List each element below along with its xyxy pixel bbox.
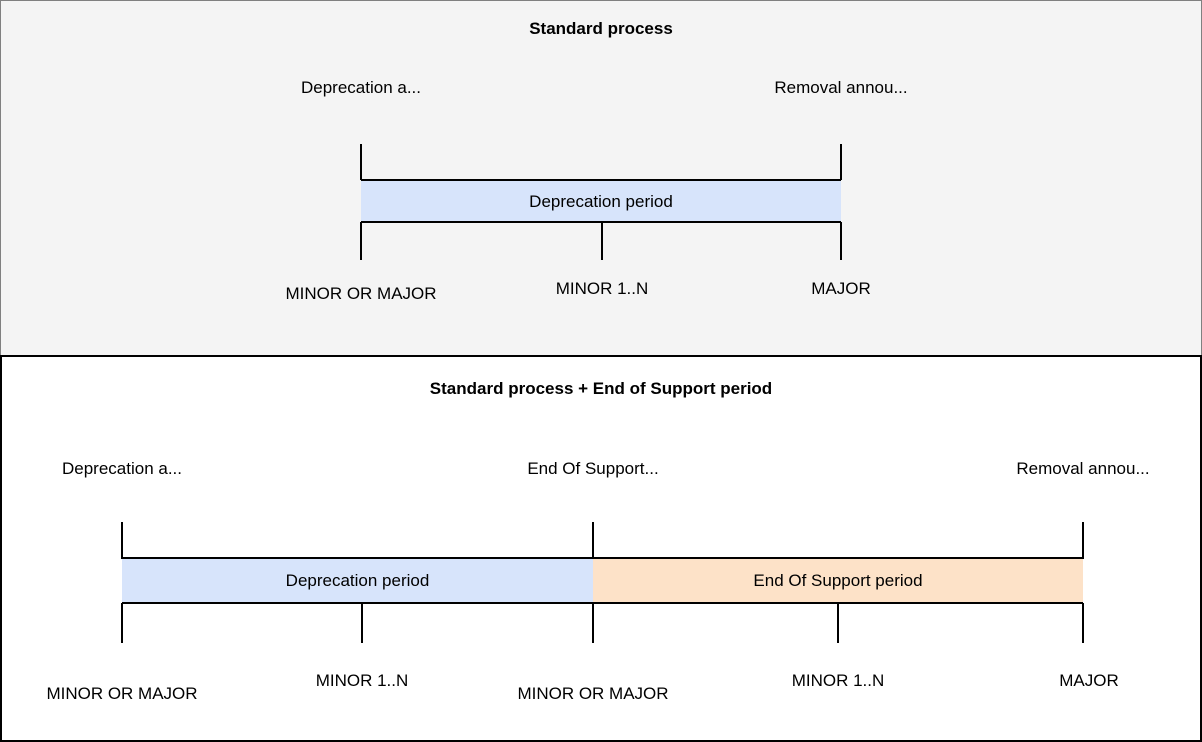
tick-eos-start-upper	[121, 522, 123, 559]
tick-label-minor-1n: MINOR 1..N	[555, 279, 649, 298]
panel-standard-process: Standard process Deprecation a... Remova…	[0, 0, 1202, 355]
tick-eos-start-lower	[121, 603, 123, 643]
tick-start-lower	[360, 222, 362, 260]
milestone-label-deprecation-announced-top: Deprecation a...	[300, 78, 422, 97]
tick-label-eos-minor-or-major-middle: MINOR OR MAJOR	[517, 684, 669, 703]
segment-end-of-support-period-label: End Of Support period	[753, 571, 923, 590]
tick-eos-end-upper	[1082, 522, 1084, 559]
segment-deprecation-period-eos: Deprecation period	[122, 557, 593, 604]
tick-label-eos-minor-1n-first: MINOR 1..N	[315, 671, 409, 690]
panel-standard-process-plus-eos: Standard process + End of Support period…	[0, 355, 1202, 742]
tick-eos-middle-lower	[592, 603, 594, 643]
milestone-label-end-of-support-top: End Of Support...	[527, 459, 659, 478]
panel-standard-process-title: Standard process	[529, 19, 673, 38]
segment-end-of-support-period: End Of Support period	[593, 557, 1083, 604]
tick-label-eos-minor-1n-second: MINOR 1..N	[791, 671, 885, 690]
tick-eos-minor1-lower	[361, 603, 363, 643]
tick-end-lower	[840, 222, 842, 260]
tick-label-minor-or-major-start: MINOR OR MAJOR	[285, 284, 437, 303]
tick-eos-minor2-lower	[837, 603, 839, 643]
tick-minor-lower	[601, 222, 603, 260]
tick-eos-middle-upper	[592, 522, 594, 559]
tick-start-upper	[360, 144, 362, 180]
milestone-label-removal-announced-top: Removal annou...	[774, 78, 908, 97]
segment-deprecation-period: Deprecation period	[361, 179, 841, 223]
tick-label-eos-major: MAJOR	[1059, 671, 1119, 690]
milestone-label-deprecation-announced-top-eos: Deprecation a...	[61, 459, 183, 478]
milestone-label-removal-announced-top-eos: Removal annou...	[1016, 459, 1150, 478]
tick-eos-end-lower	[1082, 603, 1084, 643]
tick-label-major: MAJOR	[811, 279, 871, 298]
segment-deprecation-period-eos-label: Deprecation period	[285, 571, 430, 590]
segment-deprecation-period-label: Deprecation period	[529, 191, 673, 211]
tick-end-upper	[840, 144, 842, 180]
tick-label-eos-minor-or-major-start: MINOR OR MAJOR	[46, 684, 198, 703]
panel-eos-title: Standard process + End of Support period	[429, 379, 773, 398]
